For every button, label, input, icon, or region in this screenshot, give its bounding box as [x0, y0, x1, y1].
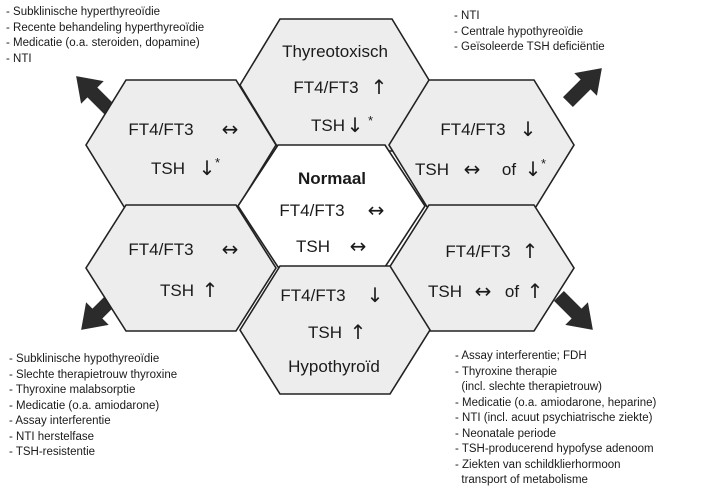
ft4-label: FT4/FT3	[128, 120, 193, 139]
ft4-label: FT4/FT3	[293, 78, 358, 97]
tsh-footnote-mark: *	[215, 155, 220, 170]
tsh-label: TSH	[311, 116, 345, 135]
note-item: - Centrale hypothyreoïdie	[454, 25, 584, 38]
note-bottom-left: - Subklinische hypothyreoïdie - Slechte …	[9, 352, 177, 461]
tsh-arrow-both-icon: ↔	[475, 279, 492, 303]
tsh-arrow-up-icon: ↑	[350, 320, 367, 344]
note-item: - Medicatie (o.a. steroiden, dopamine)	[6, 37, 200, 49]
tsh-label: TSH	[151, 159, 185, 178]
ft4-label: FT4/FT3	[445, 242, 510, 261]
ft4-label: FT4/FT3	[279, 201, 344, 220]
note-item: - Assay interferentie	[9, 415, 111, 427]
tsh-label: TSH	[296, 237, 330, 256]
hexagon-normaal: Normaal FT4/FT3 ↔ TSH ↔	[237, 144, 426, 268]
note-item: - Subklinische hypothyreoïdie	[9, 353, 160, 365]
note-item: - TSH-producerend hypofyse adenoom	[455, 443, 654, 455]
hexagon-title: Thyreotoxisch	[282, 42, 388, 61]
note-item: - Geïsoleerde TSH deficiëntie	[454, 41, 605, 53]
note-item: - TSH-resistentie	[9, 446, 96, 458]
hexagon-hypothyroid: FT4/FT3 ↓ TSH ↑ Hypothyroïd	[239, 265, 431, 395]
hexagon-title: Hypothyroïd	[288, 357, 380, 376]
note-item: - NTI (incl. acuut psychiatrische ziekte…	[455, 412, 653, 424]
note-item: - Subklinische hyperthyreoïdie	[6, 6, 161, 18]
note-item: - NTI	[6, 52, 32, 65]
tsh-arrow-both-icon: ↔	[464, 157, 481, 181]
ft4-arrow-both-icon: ↔	[368, 198, 385, 222]
note-top-right: - NTI - Centrale hypothyreoïdie - Geïsol…	[454, 9, 605, 56]
ft4-label: FT4/FT3	[128, 240, 193, 259]
note-item: - NTI herstelfase	[9, 430, 94, 443]
tsh-footnote-mark: *	[541, 156, 546, 171]
tsh-label: TSH	[160, 281, 194, 300]
hexagon-upper-right: FT4/FT3 ↓ TSH ↔ of ↓ *	[388, 79, 575, 211]
ft4-arrow-both-icon: ↔	[222, 237, 239, 261]
ft4-arrow-up-icon: ↑	[522, 239, 539, 263]
ft4-label: FT4/FT3	[440, 120, 505, 139]
note-top-left: - Subklinische hyperthyreoïdie - Recente…	[6, 5, 204, 67]
note-item: - Ziekten van schildklierhormoon	[455, 458, 621, 471]
tsh-arrow-up-icon: ↑	[527, 279, 544, 303]
hexagon-lower-left: FT4/FT3 ↔ TSH ↑	[85, 204, 277, 332]
note-item: - Thyroxine therapie	[455, 365, 558, 378]
tsh-label: TSH	[428, 282, 462, 301]
hexagon-thyreotoxisch: Thyreotoxisch FT4/FT3 ↑ TSH ↓ *	[239, 18, 433, 152]
note-item: - Recente behandeling hyperthyreoïdie	[6, 21, 205, 34]
arrow-upper-left-icon	[76, 76, 116, 116]
arrow-upper-right-icon	[562, 68, 602, 108]
tsh-or-text: of	[505, 282, 519, 301]
ft4-arrow-up-icon: ↑	[371, 75, 388, 99]
note-bottom-right: - Assay interferentie; FDH - Thyroxine t…	[455, 349, 656, 491]
tsh-arrow-down-icon: ↓	[525, 157, 542, 181]
hexagon-title: Normaal	[298, 169, 366, 188]
note-item: - Medicatie (o.a. amiodarone, heparine)	[455, 396, 657, 409]
note-item: - Assay interferentie; FDH	[455, 350, 587, 362]
note-item: - NTI	[454, 10, 480, 22]
note-item: - Neonatale periode	[455, 427, 557, 440]
tsh-arrow-down-icon: ↓	[347, 113, 364, 137]
note-item: - Medicatie (o.a. amiodarone)	[9, 399, 160, 412]
tsh-arrow-up-icon: ↑	[202, 278, 219, 302]
note-item: (incl. slechte therapietrouw)	[455, 381, 603, 393]
ft4-arrow-down-icon: ↓	[367, 283, 384, 307]
tsh-footnote-mark: *	[368, 113, 373, 128]
hexagon-upper-left: FT4/FT3 ↔ TSH ↓ *	[85, 79, 277, 211]
note-item: transport of metabolisme	[455, 474, 588, 486]
arrow-lower-right-icon	[553, 290, 593, 330]
tsh-label: TSH	[415, 160, 449, 179]
tsh-label: TSH	[308, 323, 342, 342]
tsh-arrow-both-icon: ↔	[350, 234, 367, 258]
ft4-arrow-down-icon: ↓	[520, 117, 537, 141]
tsh-arrow-down-icon: ↓	[199, 156, 216, 180]
note-item: - Thyroxine malabsorptie	[9, 384, 136, 396]
ft4-arrow-both-icon: ↔	[222, 117, 239, 141]
note-item: - Slechte therapietrouw thyroxine	[9, 368, 178, 381]
ft4-label: FT4/FT3	[280, 286, 345, 305]
hexagon-lower-right: FT4/FT3 ↑ TSH ↔ of ↑	[388, 204, 575, 332]
tsh-or-text: of	[502, 160, 516, 179]
